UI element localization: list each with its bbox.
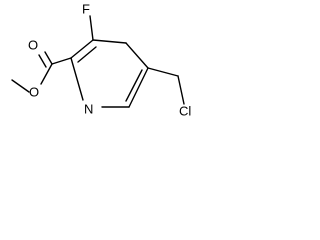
ring-bond-c5-c6 (128, 67, 149, 108)
atom-labels: F N O O Cl (28, 1, 191, 118)
ring-bond-c4-c5 (125, 42, 149, 69)
carbonyl-oxygen-label: O (28, 37, 38, 52)
ring-nitrogen-label: N (84, 101, 93, 116)
bond-carbonyl-o (44, 51, 53, 65)
bond-c5-ch2 (147, 67, 179, 77)
ring-double-bond-c2-c3 (77, 46, 97, 63)
ring-bond-c2-c3 (70, 39, 94, 59)
ester-oxygen-label: O (29, 84, 39, 99)
bond-carbonyl-o-double (38, 54, 47, 68)
ring-double-bond-c5-c6 (125, 69, 143, 102)
bond-c3-f (89, 15, 94, 41)
ring-bond-c3-c4 (92, 39, 127, 44)
bond-c2-carbonyl (51, 57, 72, 65)
substituent-bonds (11, 15, 185, 105)
molecule-structure: F N O O Cl (11, 1, 191, 118)
pyridine-ring (70, 39, 149, 108)
ring-bond-n-c2 (70, 57, 84, 101)
fluorine-label: F (82, 1, 90, 16)
bond-ch2-cl (177, 75, 185, 105)
bond-ester-o-methyl (11, 79, 30, 93)
bond-carbonyl-ester-o (40, 63, 53, 85)
chlorine-label: Cl (179, 103, 191, 118)
